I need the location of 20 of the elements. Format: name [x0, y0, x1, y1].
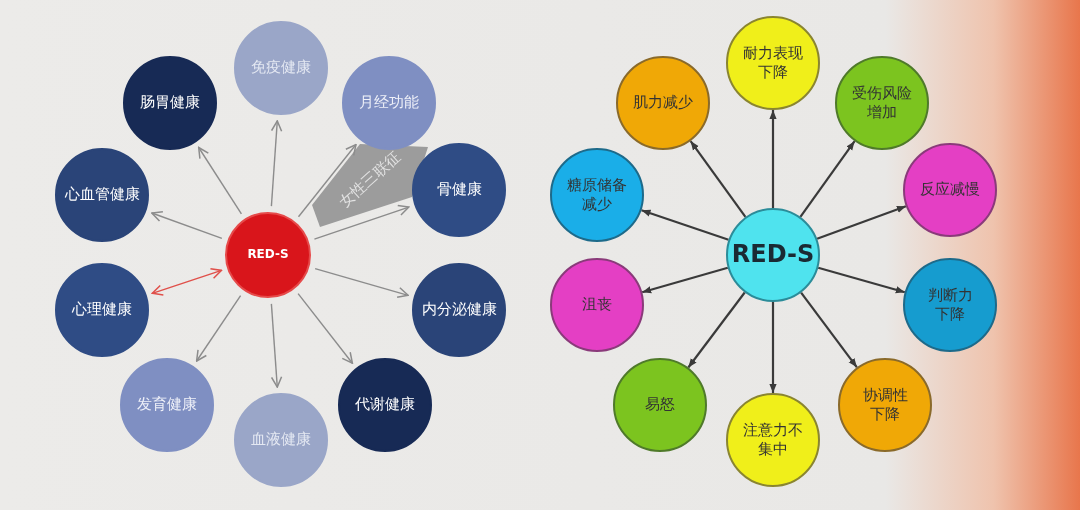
arrow — [270, 120, 283, 207]
band-label: 女性三联征 — [335, 147, 405, 213]
arrow — [151, 210, 223, 239]
arrow — [800, 292, 858, 368]
arrow — [270, 303, 283, 388]
arrow — [687, 291, 746, 369]
arrow — [297, 143, 357, 218]
arrow — [313, 204, 410, 240]
arrow — [641, 266, 729, 294]
arrow — [689, 140, 747, 218]
arrow — [799, 140, 856, 218]
double-arrow — [151, 268, 223, 296]
arrow — [297, 292, 354, 364]
arrow — [769, 110, 777, 208]
arrow — [641, 209, 729, 241]
arrow — [314, 267, 409, 299]
arrow — [195, 294, 242, 362]
arrow — [769, 302, 777, 393]
arrow — [817, 266, 906, 294]
arrow — [816, 205, 907, 240]
